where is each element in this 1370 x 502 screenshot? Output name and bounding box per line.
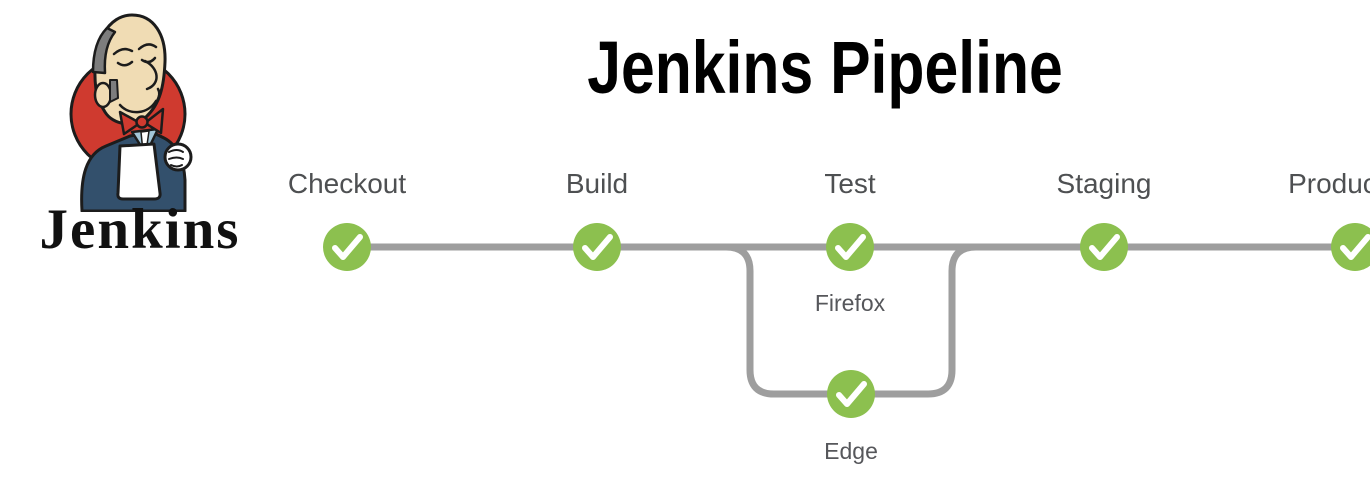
jenkins-wordmark: Jenkins	[39, 198, 241, 261]
check-icon	[332, 234, 363, 260]
mascot-fist	[163, 142, 193, 172]
check-icon	[1340, 234, 1370, 260]
stage-node-production[interactable]	[1331, 223, 1370, 271]
check-icon	[1089, 234, 1120, 260]
branch-label-firefox: Firefox	[815, 290, 886, 316]
page-title: Jenkins Pipeline	[587, 26, 1063, 109]
stage-label-production: Production	[1288, 168, 1370, 199]
jenkins-logo: Jenkins	[0, 0, 280, 270]
check-icon	[582, 234, 613, 260]
check-icon	[836, 381, 867, 407]
stage-node-build[interactable]	[573, 223, 621, 271]
branch-node-edge[interactable]	[827, 370, 875, 418]
stage-node-checkout[interactable]	[323, 223, 371, 271]
stage-label-checkout: Checkout	[288, 168, 407, 199]
stage-label-staging: Staging	[1057, 168, 1152, 199]
mascot-hair	[91, 26, 117, 75]
check-icon	[835, 234, 866, 260]
stage-label-build: Build	[566, 168, 628, 199]
mascot-sideburn	[109, 79, 119, 103]
mascot-bow-tie-icon	[118, 107, 165, 136]
branch-label-edge: Edge	[824, 438, 878, 464]
mascot-face-lines	[112, 43, 161, 114]
stage-node-staging[interactable]	[1080, 223, 1128, 271]
stage-label-test: Test	[824, 168, 876, 199]
stage-node-test-firefox[interactable]	[826, 223, 874, 271]
jenkins-mascot-icon	[69, 13, 193, 212]
mascot-towel	[116, 142, 162, 201]
